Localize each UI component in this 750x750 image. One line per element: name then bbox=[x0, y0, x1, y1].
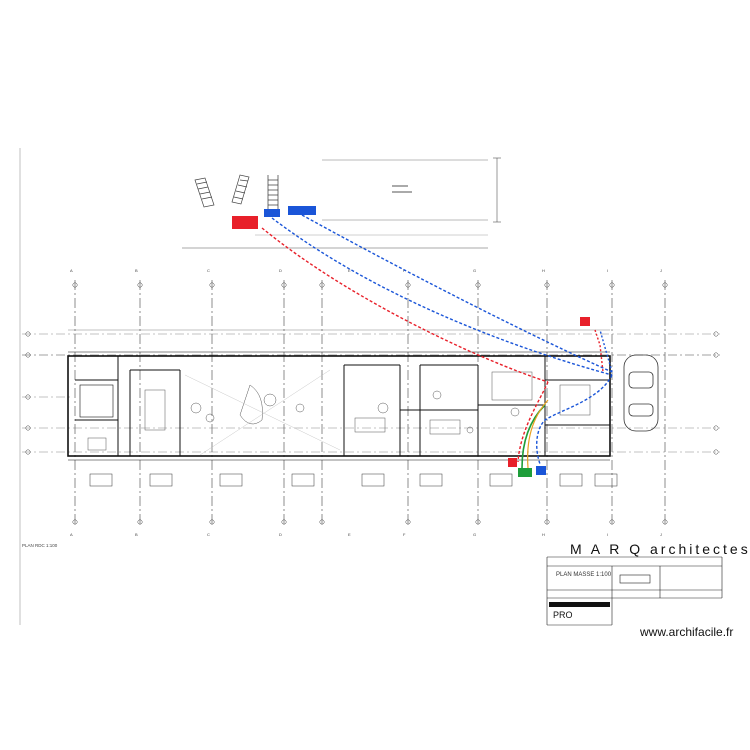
svg-text:D: D bbox=[279, 532, 282, 537]
svg-text:F: F bbox=[403, 532, 406, 537]
svg-text:E: E bbox=[348, 532, 351, 537]
site-detail bbox=[182, 157, 501, 249]
route-blue-1 bbox=[271, 217, 613, 376]
equipment-tag-blue-1 bbox=[264, 209, 280, 217]
svg-text:G: G bbox=[473, 268, 476, 273]
drawing-title: PLAN MASSE 1:100 bbox=[556, 572, 612, 578]
firm-name: M A R Q architectes bbox=[570, 541, 750, 557]
scale-note: PLAN RDC 1:100 bbox=[22, 543, 58, 548]
equipment-box-green bbox=[518, 468, 532, 477]
room-tags bbox=[89, 473, 618, 487]
route-blue-short bbox=[599, 329, 613, 373]
title-block-bar bbox=[549, 602, 610, 607]
svg-text:J: J bbox=[660, 268, 662, 273]
route-red-down bbox=[517, 381, 549, 463]
structural-grid bbox=[22, 280, 720, 525]
equipment-box-red-top bbox=[580, 317, 590, 326]
route-blue-down bbox=[536, 374, 613, 465]
route-red-short bbox=[594, 329, 604, 373]
svg-text:A: A bbox=[70, 268, 73, 273]
equipment-tag-blue-2 bbox=[288, 206, 316, 215]
svg-text:C: C bbox=[207, 532, 210, 537]
route-red bbox=[261, 227, 549, 383]
svg-text:I: I bbox=[607, 268, 608, 273]
svg-text:H: H bbox=[542, 532, 545, 537]
equipment-tag-red bbox=[232, 216, 258, 229]
svg-text:E: E bbox=[348, 268, 351, 273]
svg-text:A: A bbox=[70, 532, 73, 537]
title-block-frame bbox=[546, 556, 723, 626]
watermark-site: www.archifacile.fr bbox=[640, 625, 734, 639]
svg-text:G: G bbox=[473, 532, 476, 537]
svg-text:B: B bbox=[135, 532, 138, 537]
phase-label: PRO bbox=[553, 610, 573, 620]
svg-text:B: B bbox=[135, 268, 138, 273]
network-routes bbox=[261, 214, 613, 469]
svg-text:C: C bbox=[207, 268, 210, 273]
svg-text:D: D bbox=[279, 268, 282, 273]
equipment-box-red bbox=[508, 458, 517, 467]
svg-text:J: J bbox=[660, 532, 662, 537]
route-green bbox=[521, 404, 546, 469]
car-symbol bbox=[623, 354, 659, 432]
svg-text:I: I bbox=[607, 532, 608, 537]
equipment-box-blue bbox=[536, 466, 546, 475]
route-orange bbox=[527, 399, 549, 469]
svg-text:H: H bbox=[542, 268, 545, 273]
route-blue-2 bbox=[301, 214, 613, 373]
